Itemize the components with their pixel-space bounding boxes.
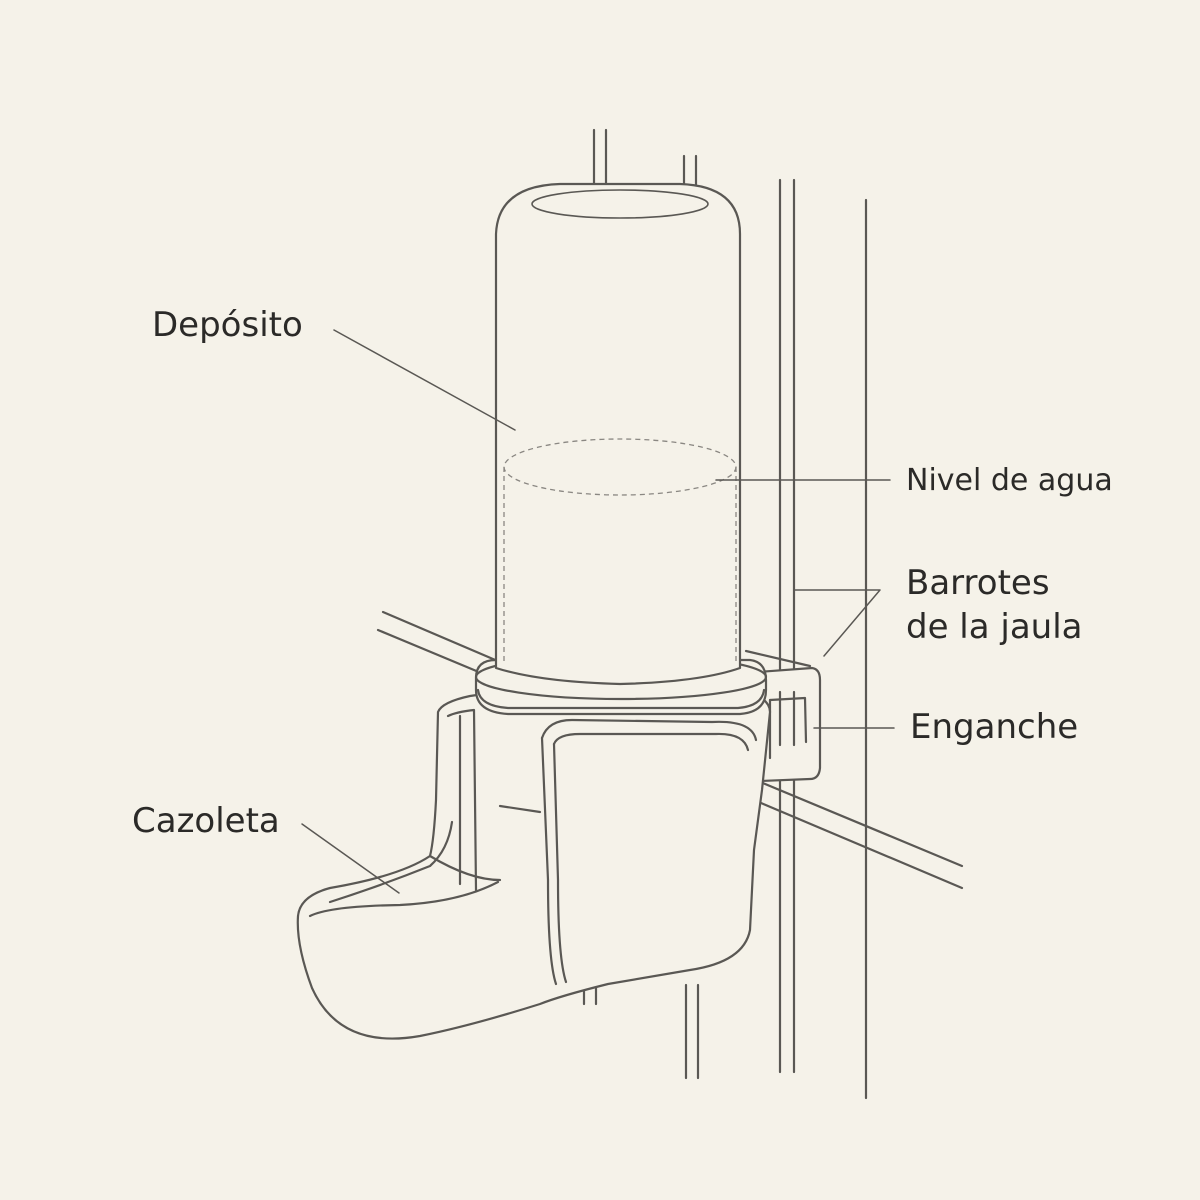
cage-bars-right xyxy=(778,178,868,1100)
label-nivel-agua: Nivel de agua xyxy=(906,463,1113,498)
water-level-dashed xyxy=(503,438,737,662)
label-deposito: Depósito xyxy=(152,305,303,345)
reservoir-bottle xyxy=(494,182,742,686)
feeder-cup xyxy=(296,690,772,1040)
leader-cazoleta xyxy=(301,823,400,894)
leader-deposito xyxy=(333,329,516,431)
label-barrotes-line2: de la jaula xyxy=(906,607,1083,647)
hook-clip xyxy=(756,666,822,783)
label-barrotes-line1: Barrotes xyxy=(906,563,1050,603)
label-cazoleta: Cazoleta xyxy=(132,801,280,841)
leader-barrotes xyxy=(793,589,881,657)
label-enganche: Enganche xyxy=(910,707,1079,747)
